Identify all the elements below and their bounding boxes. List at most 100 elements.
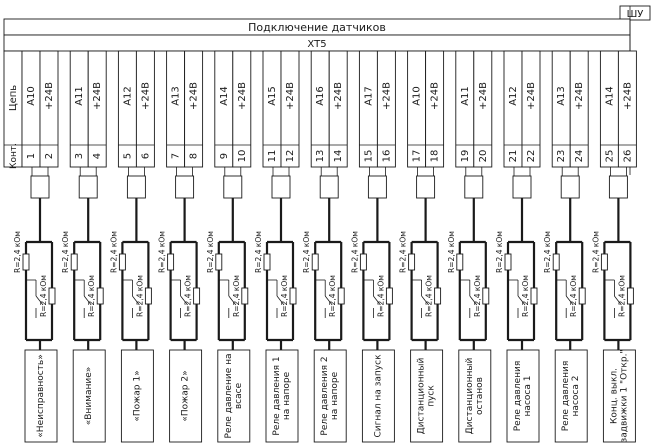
row-header-circuit: Цепь (8, 85, 19, 111)
sensor-label: Сигнал на запуск (373, 354, 383, 438)
resistor-symbol (385, 287, 393, 305)
sensor-label-box (602, 349, 636, 443)
sensor-label-box (313, 349, 347, 443)
circuit-label: +24В (574, 82, 585, 110)
sensor-label: Реле давления 2 (320, 356, 330, 435)
contact-switch-icon (132, 295, 140, 306)
sensor-label: «Пожар 2» (181, 370, 191, 421)
terminal-cell (310, 50, 330, 168)
circuit-label: +24В (285, 82, 296, 110)
cable-connector (416, 175, 436, 199)
terminal-cell (328, 50, 348, 168)
sensor-label: всасе (234, 382, 244, 409)
sensor-label-box (506, 349, 540, 443)
circuit-label: +24В (622, 82, 633, 110)
terminal-cell (521, 50, 541, 168)
contact-number: 22 (526, 150, 537, 163)
contact-switch-icon (469, 295, 478, 306)
contact-number: 1 (26, 153, 37, 159)
contact-switch-icon (35, 295, 44, 306)
sensor-label-box (24, 349, 58, 443)
contact-number: 8 (189, 153, 200, 159)
contact-switch-icon (180, 295, 188, 306)
terminal-cell (87, 50, 107, 168)
sensor-label-box (72, 349, 106, 443)
resistor-label: R=2,4 кОм (302, 231, 311, 273)
contact-number: 25 (604, 150, 615, 163)
resistor-symbol (167, 253, 175, 271)
terminal-cell (551, 50, 571, 168)
cable-connector (512, 175, 532, 199)
resistor-symbol (263, 253, 271, 271)
contact-switch-icon (614, 295, 622, 306)
terminal-cell (21, 50, 41, 168)
resistor-label: R=2,4 кОм (206, 231, 215, 273)
contact-number: 21 (508, 150, 519, 163)
terminal-cell (214, 50, 234, 168)
circuit-label: +24В (92, 82, 103, 110)
contact-switch-icon (228, 295, 237, 306)
resistor-symbol (359, 253, 367, 271)
sensor-label: Реле давления (513, 361, 523, 432)
resistor-label: R=2,4 кОм (232, 275, 241, 317)
terminal-cell (69, 50, 89, 168)
terminal-cell (376, 50, 396, 168)
resistor-symbol (337, 287, 345, 305)
sensor-label-box (458, 349, 492, 443)
resistor-symbol (144, 287, 152, 305)
contact-number: 9 (219, 153, 230, 159)
resistor-symbol (482, 287, 490, 305)
sensor-label: на напоре (282, 371, 292, 420)
cable-connector (30, 175, 50, 199)
resistor-label: R=2,4 кОм (447, 231, 456, 273)
terminal-cell (503, 50, 523, 168)
contact-number: 4 (92, 153, 103, 159)
terminal-cell (135, 50, 155, 168)
terminal-cell (407, 50, 427, 168)
contact-number: 6 (140, 153, 151, 159)
cable-connector (367, 175, 387, 199)
terminal-cell (166, 50, 186, 168)
resistor-symbol (434, 287, 442, 305)
sensor-label-box (361, 349, 395, 443)
contact-number: 3 (74, 153, 85, 159)
contact-number: 19 (460, 150, 471, 163)
resistor-label: R=2,4 кОм (328, 275, 337, 317)
resistor-label: R=2,4 кОм (543, 231, 552, 273)
resistor-label: R=2,4 кОм (569, 275, 578, 317)
circuit-label: А10 (412, 86, 423, 106)
resistor-symbol (70, 253, 78, 271)
resistor-symbol (96, 287, 104, 305)
circuit-label: +24В (430, 82, 441, 110)
sensor-label: Конц. выкл. (609, 368, 619, 424)
resistor-symbol (626, 287, 634, 305)
resistor-symbol (22, 253, 30, 271)
resistor-label: R=2,4 кОм (591, 231, 600, 273)
resistor-label: R=2,4 кОм (376, 275, 385, 317)
resistor-label: R=2,4 кОм (350, 231, 359, 273)
cable-connector (560, 175, 580, 199)
contact-number: 2 (44, 153, 55, 159)
sensor-label-box (265, 349, 299, 443)
cable-connector (126, 175, 146, 199)
sensor-label: насоса 1 (523, 376, 533, 417)
circuit-label: А12 (122, 86, 133, 106)
sensor-label: Реле давление на (224, 354, 234, 439)
contact-switch-icon (421, 295, 429, 306)
terminal-cell (358, 50, 378, 168)
cable-connector (464, 175, 484, 199)
contact-number: 16 (381, 150, 392, 163)
sensor-label-box (120, 349, 154, 443)
terminal-cell (473, 50, 493, 168)
resistor-symbol (552, 253, 560, 271)
contact-number: 20 (478, 150, 489, 163)
